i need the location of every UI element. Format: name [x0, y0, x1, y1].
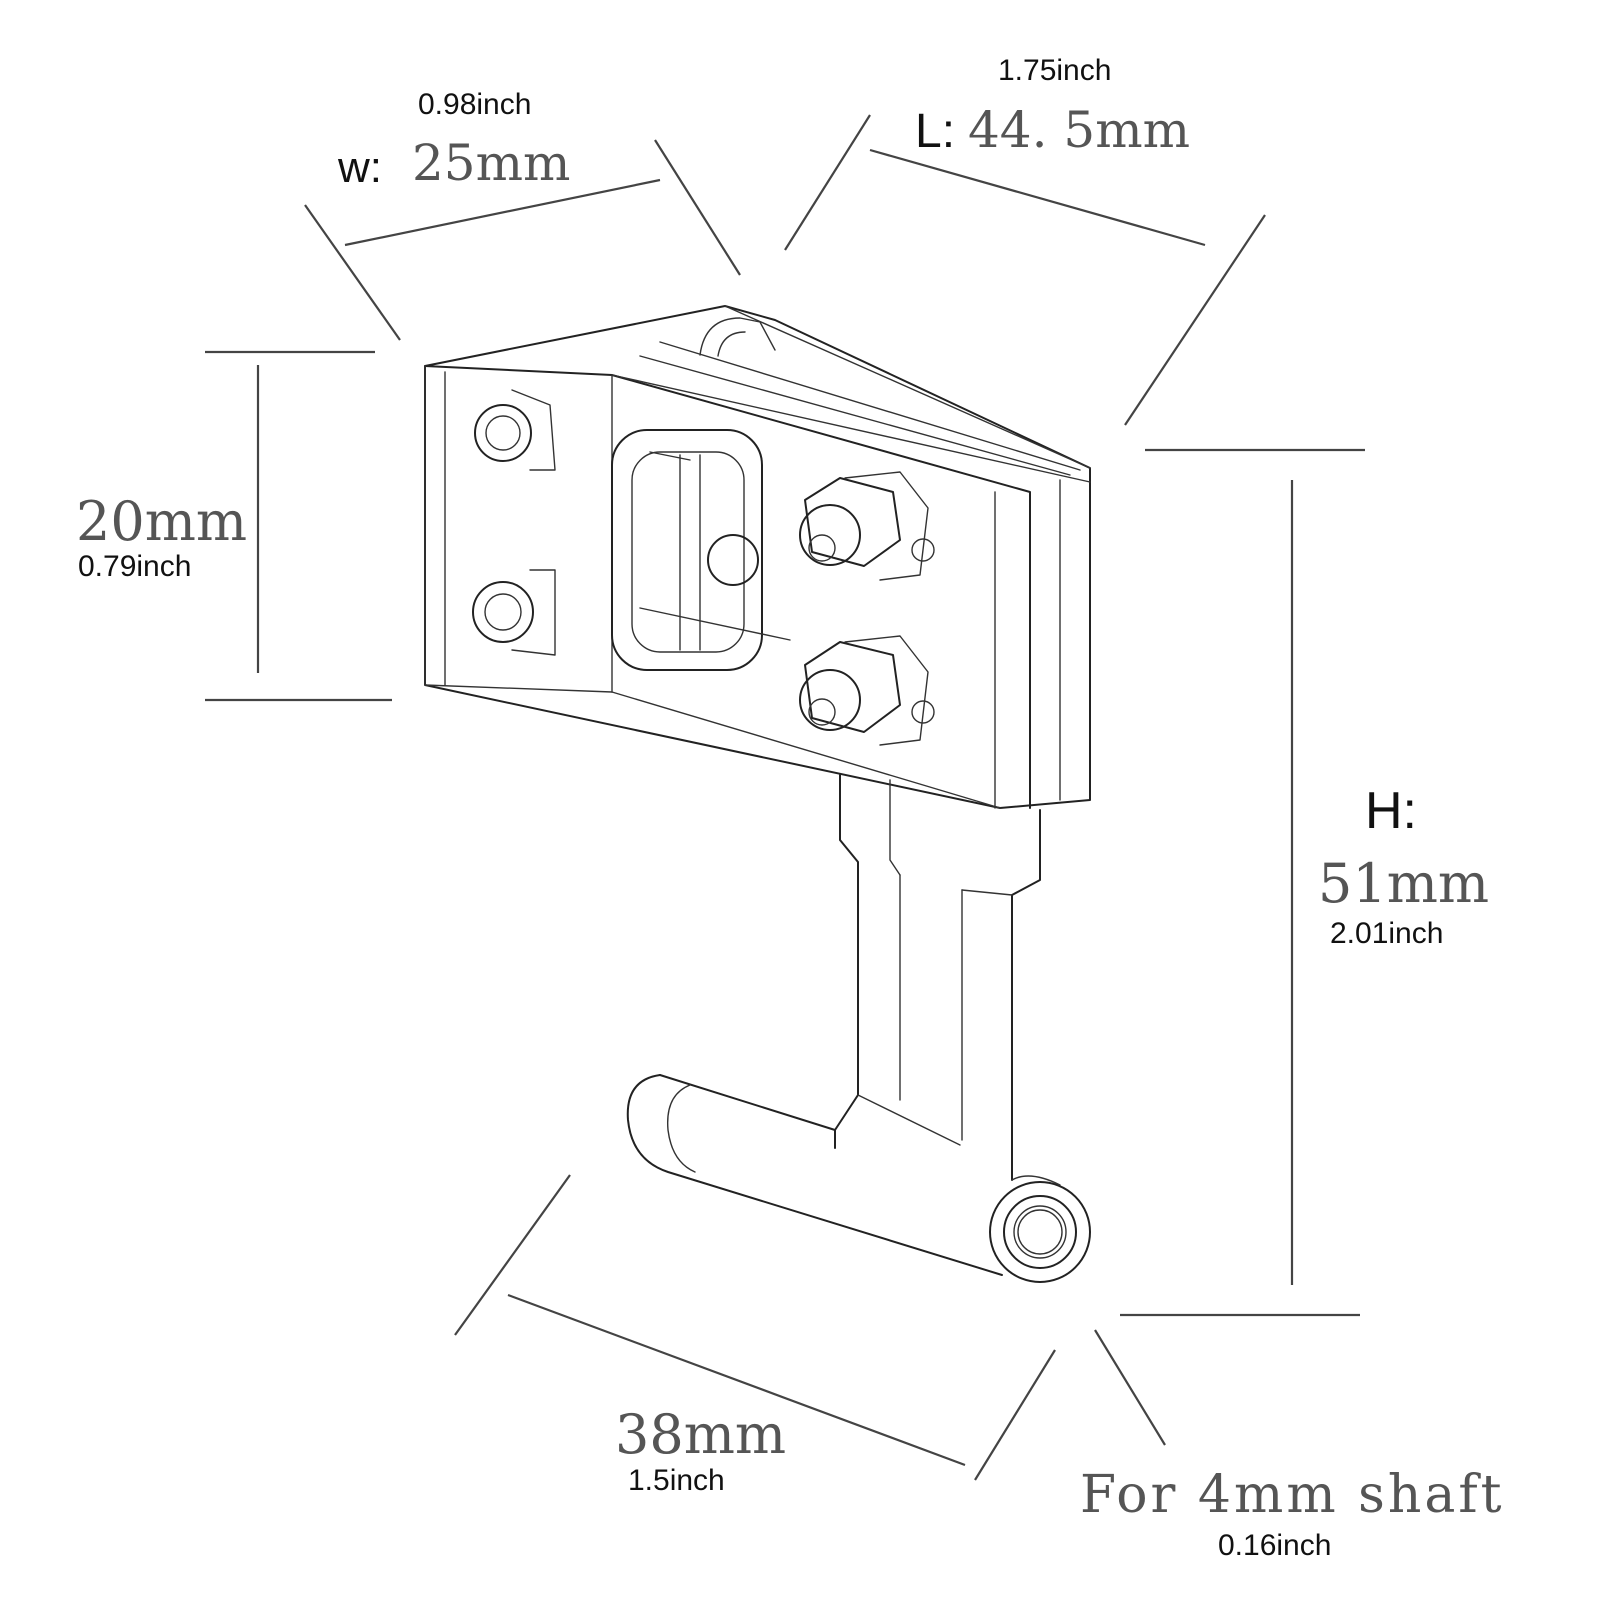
side-dimension-lines — [205, 350, 392, 702]
shaft-inch-label: 0.16inch — [1218, 1529, 1331, 1562]
width-label: 0.98inch w: 25mm — [337, 88, 570, 192]
height-mm-label: 51mm — [1318, 852, 1489, 915]
height-inch-label: 2.01inch — [1330, 917, 1443, 950]
height-letter-label: H: — [1365, 782, 1417, 840]
side-label: 20mm 0.79inch — [76, 490, 247, 583]
width-letter-label: w: — [337, 143, 382, 192]
side-inch-label: 0.79inch — [78, 550, 191, 583]
length-inch-label: 1.75inch — [998, 54, 1111, 87]
bottom-label: 38mm 1.5inch — [615, 1403, 786, 1497]
bottom-dimension-lines — [454, 1174, 1056, 1481]
width-dimension-lines — [304, 139, 741, 341]
length-letter-label: L: — [915, 105, 955, 158]
height-dimension-lines — [1120, 448, 1365, 1317]
length-dimension-lines — [784, 114, 1266, 426]
width-inch-label: 0.98inch — [418, 88, 531, 121]
length-mm-label: 44. 5mm — [968, 101, 1190, 159]
shaft-mm-label: For 4mm shaft — [1080, 1465, 1504, 1525]
bottom-inch-label: 1.5inch — [628, 1464, 725, 1497]
width-mm-label: 25mm — [412, 134, 570, 192]
length-label: 1.75inch L: 44. 5mm — [915, 54, 1190, 159]
height-label: H: 51mm 2.01inch — [1318, 782, 1489, 950]
bottom-mm-label: 38mm — [615, 1403, 786, 1466]
bracket-part — [424, 305, 1091, 1283]
side-mm-label: 20mm — [76, 490, 247, 553]
shaft-leader-line — [1094, 1329, 1166, 1446]
shaft-label: For 4mm shaft 0.16inch — [1080, 1465, 1504, 1562]
